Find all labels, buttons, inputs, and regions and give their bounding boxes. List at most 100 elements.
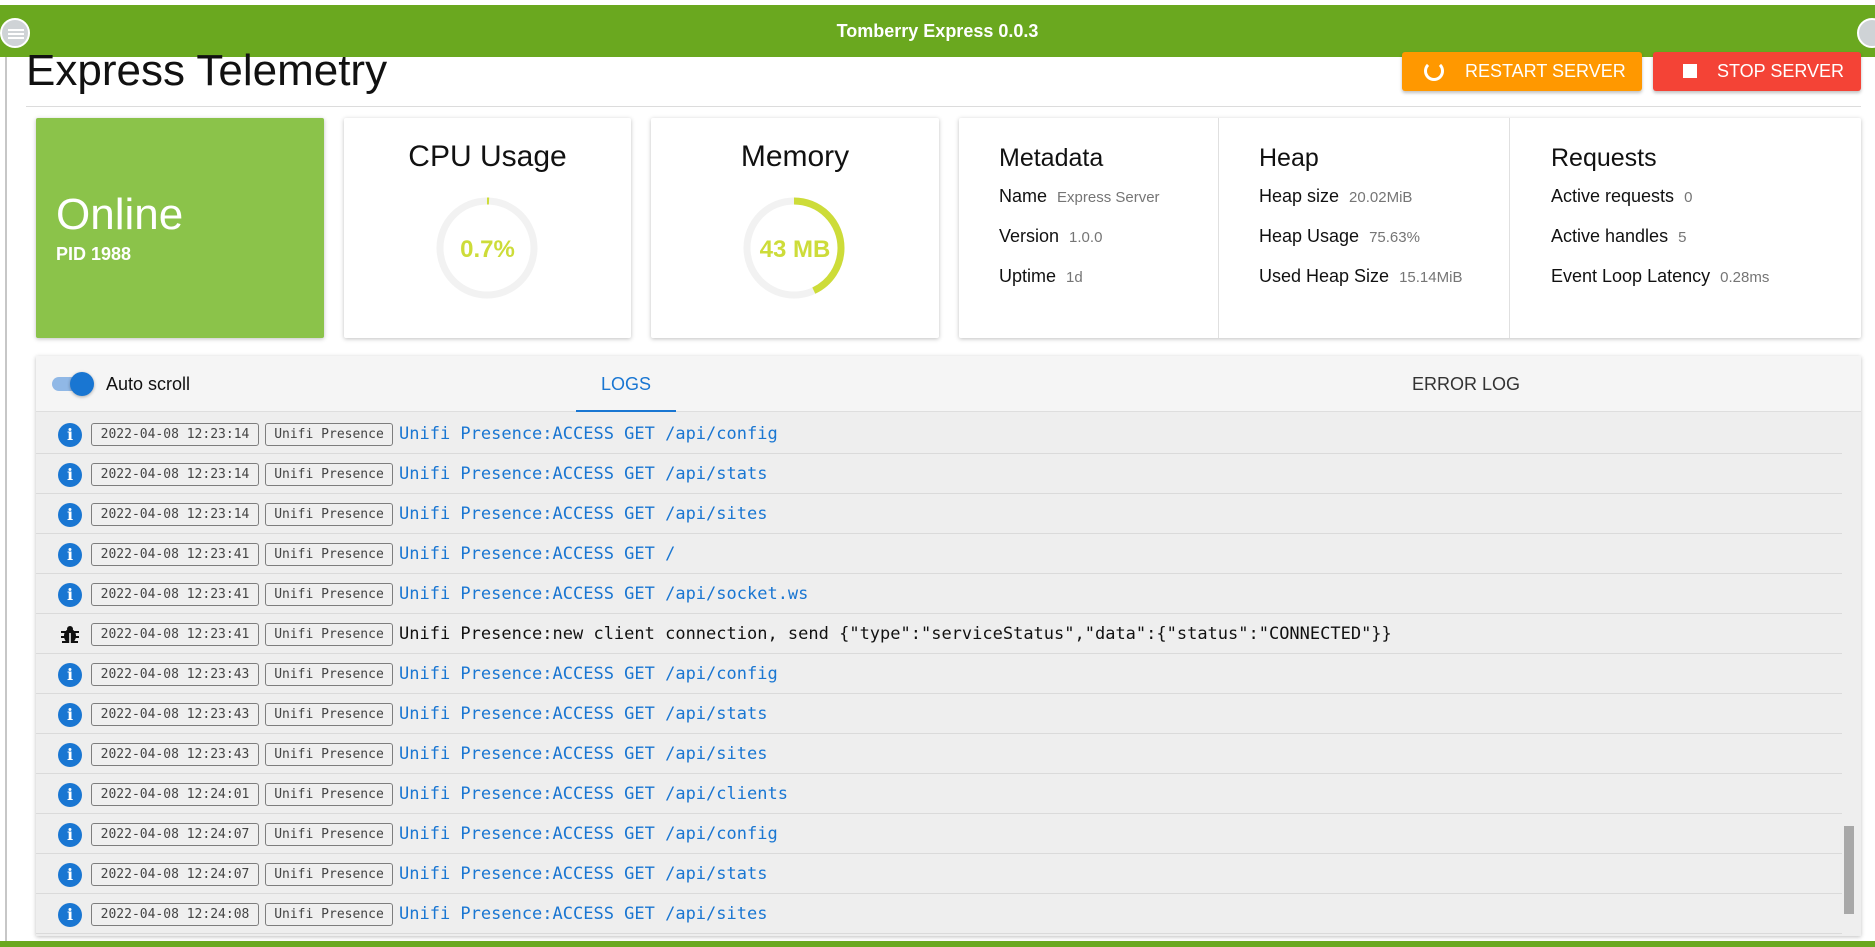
log-message: Unifi Presence:ACCESS GET /api/socket.ws: [399, 584, 809, 604]
log-message: Unifi Presence:ACCESS GET /: [399, 544, 676, 564]
restart-server-label: RESTART SERVER: [1465, 61, 1626, 81]
log-timestamp: 2022-04-08 12:23:43: [91, 663, 259, 686]
app-bar: Tomberry Express 0.0.3: [0, 5, 1875, 57]
info-icon: i: [58, 503, 82, 527]
stop-server-button[interactable]: STOP SERVER: [1653, 52, 1861, 91]
log-row: i 2022-04-08 12:24:01 Unifi Presence Unifi …: [36, 774, 1842, 814]
requests-title: Requests: [1551, 144, 1657, 172]
status-pid: PID 1988: [56, 244, 132, 264]
log-source: Unifi Presence: [265, 743, 393, 766]
info-icon: i: [58, 743, 82, 767]
heap-title: Heap: [1259, 144, 1319, 172]
info-icon: i: [58, 823, 82, 847]
info-icon: i: [58, 903, 82, 927]
info-icon: i: [58, 543, 82, 567]
status-text: Online: [56, 190, 184, 239]
log-timestamp: 2022-04-08 12:23:43: [91, 743, 259, 766]
cpu-title: CPU Usage: [408, 140, 567, 173]
stop-server-label: STOP SERVER: [1717, 61, 1845, 81]
log-timestamp: 2022-04-08 12:24:07: [91, 863, 259, 886]
memory-gauge: [743, 197, 845, 299]
log-source: Unifi Presence: [265, 503, 393, 526]
left-divider: [5, 57, 7, 942]
log-source: Unifi Presence: [265, 783, 393, 806]
info-icon: i: [58, 663, 82, 687]
log-source: Unifi Presence: [265, 863, 393, 886]
tab-error-log[interactable]: ERROR LOG: [1411, 374, 1521, 394]
metadata-title: Metadata: [999, 144, 1104, 172]
header-divider: [26, 106, 1861, 107]
log-message: Unifi Presence:ACCESS GET /api/sites: [399, 744, 768, 764]
memory-value: 43 MB: [759, 236, 831, 263]
log-scrollbar[interactable]: [1844, 826, 1854, 914]
log-row: i 2022-04-08 12:23:43 Unifi Presence Unifi …: [36, 734, 1842, 774]
log-source: Unifi Presence: [265, 823, 393, 846]
auto-scroll-toggle[interactable]: [50, 372, 94, 396]
log-source: Unifi Presence: [265, 463, 393, 486]
log-timestamp: 2022-04-08 12:23:41: [91, 623, 259, 646]
log-message: Unifi Presence:ACCESS GET /api/stats: [399, 704, 768, 724]
auto-scroll-label: Auto scroll: [106, 374, 191, 394]
info-icon: i: [58, 423, 82, 447]
log-source: Unifi Presence: [265, 903, 393, 926]
log-source: Unifi Presence: [265, 583, 393, 606]
tab-logs[interactable]: LOGS: [566, 356, 686, 412]
log-timestamp: 2022-04-08 12:23:14: [91, 463, 259, 486]
log-message: Unifi Presence:ACCESS GET /api/config: [399, 824, 778, 844]
log-source: Unifi Presence: [265, 423, 393, 446]
app-bar-right-button[interactable]: [1857, 18, 1875, 48]
log-timestamp: 2022-04-08 12:23:41: [91, 583, 259, 606]
menu-icon[interactable]: [0, 18, 30, 48]
log-message: Unifi Presence:ACCESS GET /api/config: [399, 664, 778, 684]
cpu-gauge: [436, 197, 538, 299]
log-message: Unifi Presence:ACCESS GET /api/stats: [399, 864, 768, 884]
log-timestamp: 2022-04-08 12:24:08: [91, 903, 259, 926]
cpu-value: 0.7%: [460, 236, 515, 263]
info-icon: i: [58, 583, 82, 607]
log-row: i 2022-04-08 12:23:43 Unifi Presence Unifi …: [36, 654, 1842, 694]
log-message: Unifi Presence:ACCESS GET /api/sites: [399, 904, 768, 924]
restart-server-button[interactable]: RESTART SERVER: [1402, 52, 1642, 91]
log-timestamp: 2022-04-08 12:23:41: [91, 543, 259, 566]
log-timestamp: 2022-04-08 12:24:01: [91, 783, 259, 806]
log-source: Unifi Presence: [265, 623, 393, 646]
info-icon: i: [58, 863, 82, 887]
log-message: Unifi Presence:new client connection, se…: [399, 624, 1392, 644]
log-message: Unifi Presence:ACCESS GET /api/config: [399, 424, 778, 444]
info-icon: i: [58, 783, 82, 807]
cpu-card: CPU Usage 0.7%: [344, 118, 631, 338]
log-timestamp: 2022-04-08 12:24:07: [91, 823, 259, 846]
log-row: 2022-04-08 12:23:41 Unifi Presence Unifi P…: [36, 614, 1842, 654]
log-source: Unifi Presence: [265, 543, 393, 566]
log-source: Unifi Presence: [265, 663, 393, 686]
log-tabs-bar: Auto scroll LOGS ERROR LOG: [36, 356, 1861, 412]
log-row: i 2022-04-08 12:24:07 Unifi Presence Unifi …: [36, 854, 1842, 894]
stop-icon: [1683, 64, 1697, 78]
restart-icon: [1424, 61, 1444, 81]
log-row: i 2022-04-08 12:24:07 Unifi Presence Unifi …: [36, 814, 1842, 854]
log-row: i 2022-04-08 12:23:41 Unifi Presence Unifi …: [36, 574, 1842, 614]
log-row: i 2022-04-08 12:23:41 Unifi Presence Unifi …: [36, 534, 1842, 574]
log-message: Unifi Presence:ACCESS GET /api/sites: [399, 504, 768, 524]
bug-icon: [58, 623, 82, 647]
page-title: Express Telemetry: [26, 46, 388, 95]
log-timestamp: 2022-04-08 12:23:43: [91, 703, 259, 726]
memory-title: Memory: [740, 140, 850, 173]
log-message: Unifi Presence:ACCESS GET /api/clients: [399, 784, 788, 804]
